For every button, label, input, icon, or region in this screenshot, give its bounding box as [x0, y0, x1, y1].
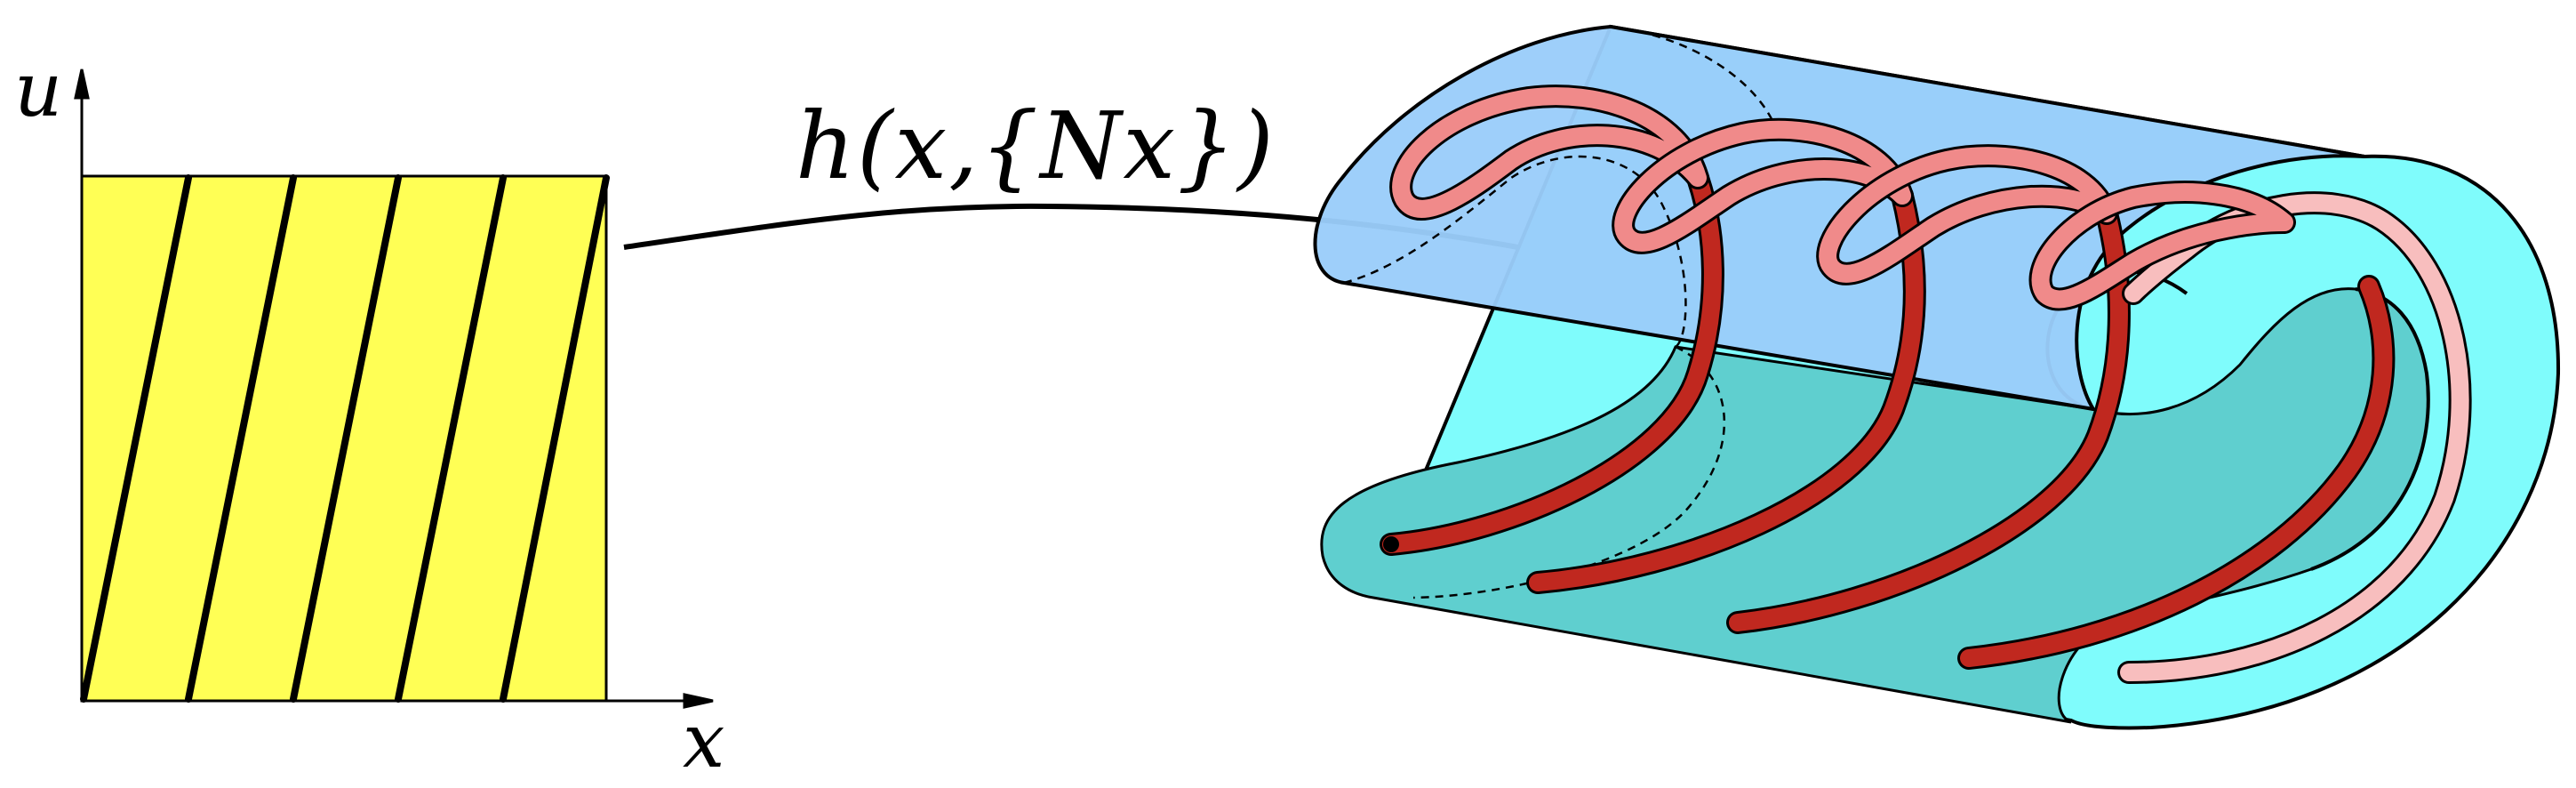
u-axis-arrowhead — [74, 68, 90, 100]
axes — [74, 68, 714, 709]
stripe-3 — [290, 174, 402, 703]
helix-start-dot — [1383, 536, 1399, 552]
rolled-surface — [1313, 24, 2561, 730]
stripe-1 — [80, 174, 192, 703]
u-axis-label: u — [14, 46, 62, 133]
helix-front-strands — [1389, 84, 2296, 311]
hidden-edge-inner-curl — [1412, 345, 1726, 599]
hidden-edge-front-ring — [1343, 155, 1687, 349]
stripe-2 — [185, 174, 297, 703]
square-panel: x u — [14, 46, 724, 784]
helix-back-strands — [1380, 166, 2396, 670]
x-axis-label: x — [683, 697, 724, 784]
hidden-edge-top — [1610, 25, 1780, 134]
mapping-label: h(x,{Nx}) — [796, 92, 1276, 200]
x-axis-arrowhead — [683, 693, 714, 709]
hidden-edges — [1343, 25, 1780, 599]
stripe-5 — [500, 174, 610, 703]
stripe-lines — [80, 174, 610, 703]
helix-ribbon — [1380, 84, 2472, 684]
stripe-4 — [395, 174, 507, 703]
